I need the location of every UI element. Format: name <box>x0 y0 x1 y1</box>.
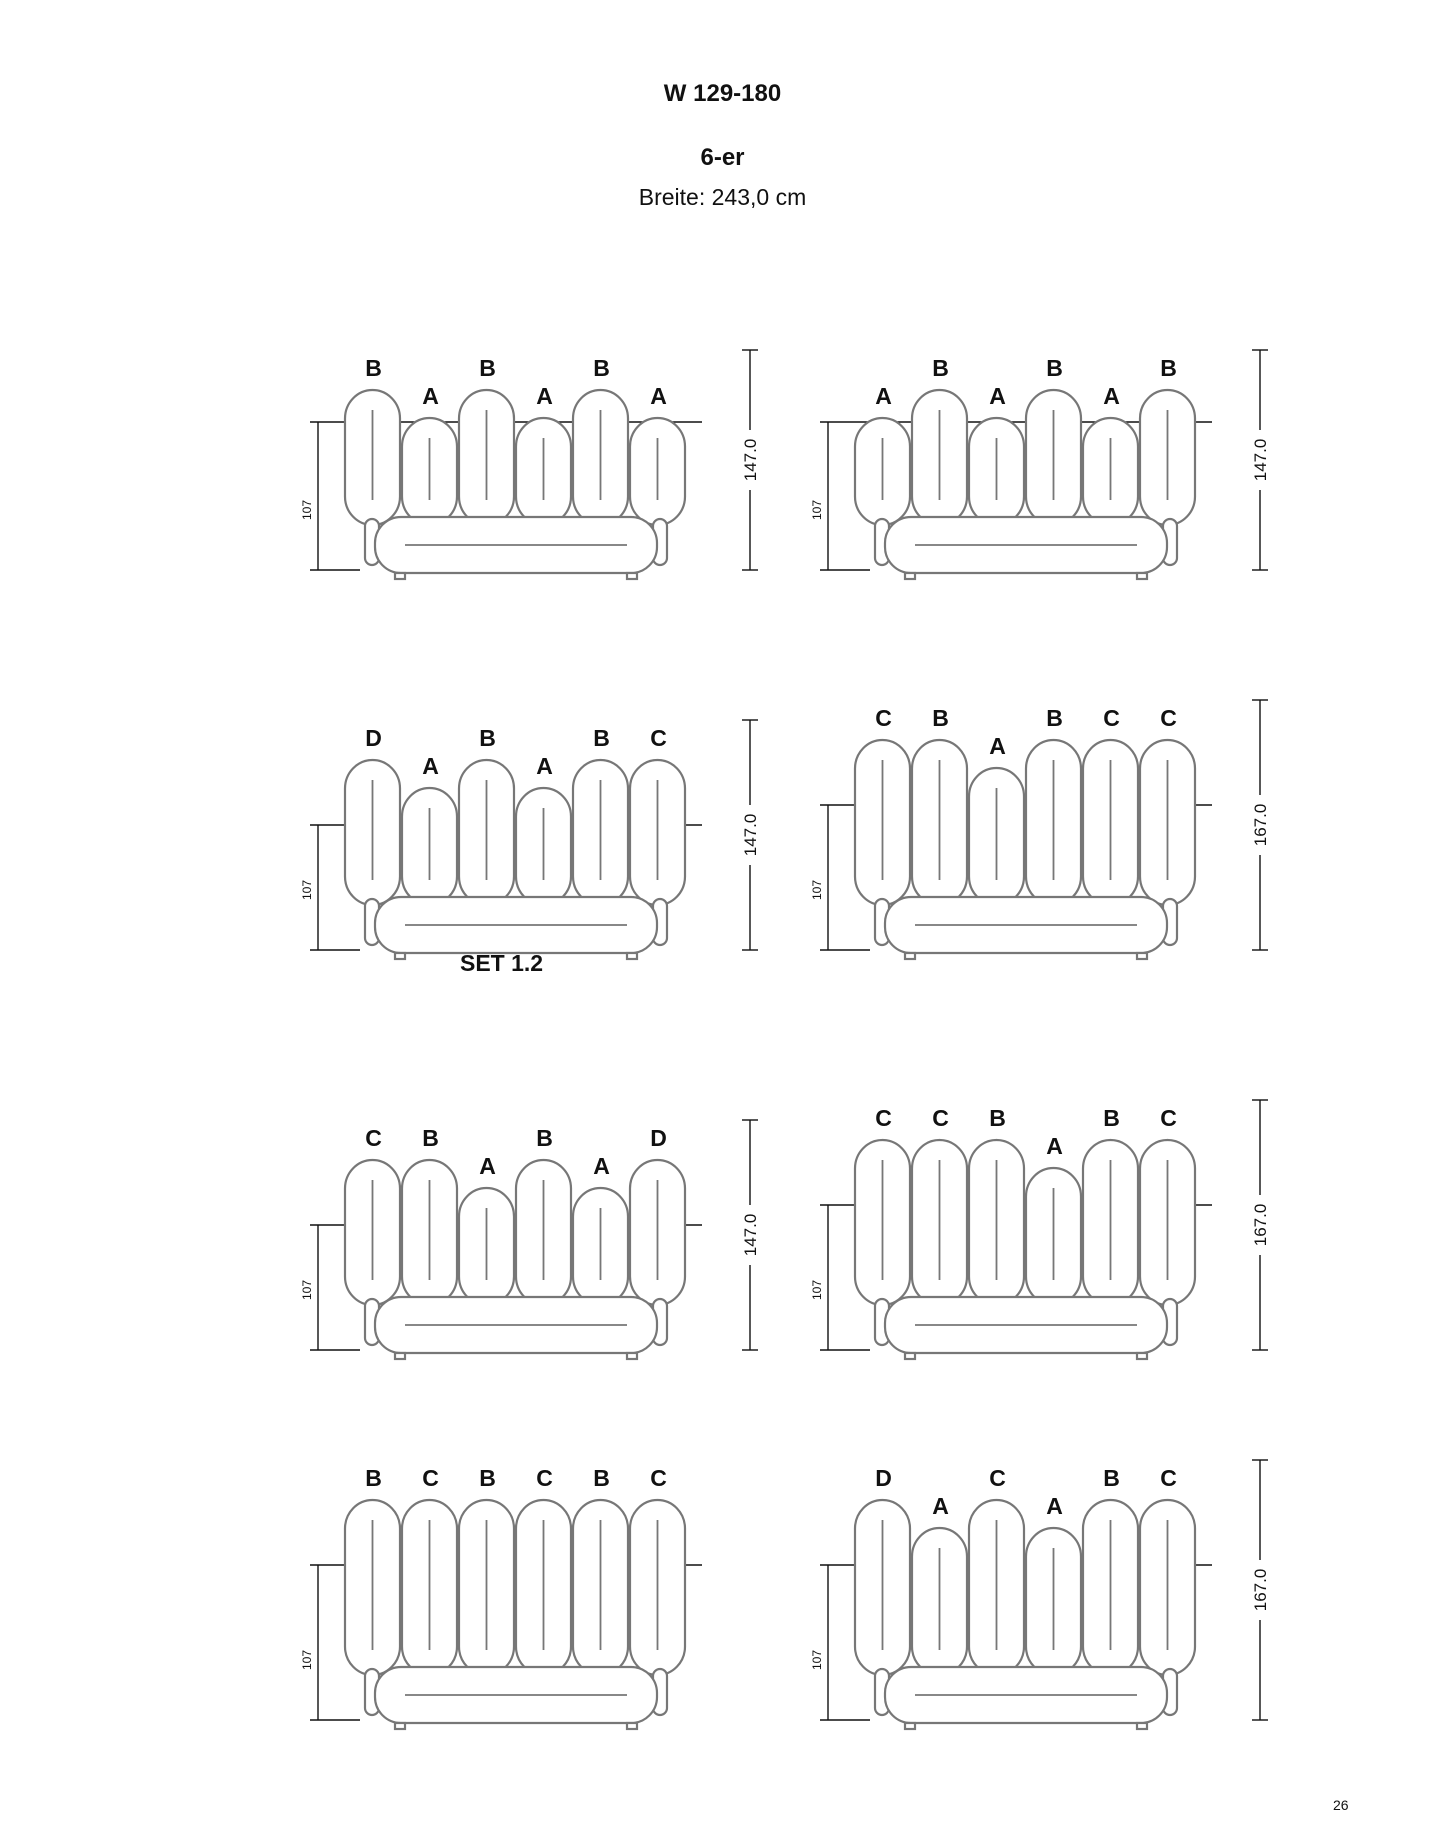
foot <box>1135 1721 1149 1731</box>
module-label: C <box>875 705 892 731</box>
foot <box>625 951 639 961</box>
page-title: W 129-180 <box>663 80 782 107</box>
seat-height-label: 107 <box>810 1280 824 1300</box>
module-label: B <box>365 1465 382 1491</box>
module-label: C <box>989 1465 1006 1491</box>
module-label: C <box>1160 1465 1177 1491</box>
foot <box>625 1721 639 1731</box>
foot <box>393 571 407 581</box>
foot <box>393 1351 407 1361</box>
sofa-diagram-6: 107 C C B A B C 167.0 <box>810 1099 1272 1361</box>
foot <box>625 571 639 581</box>
dimension-label-bg <box>1248 1560 1272 1620</box>
module-label: B <box>1103 1105 1120 1131</box>
dimension-label-bg <box>1248 1195 1272 1255</box>
module-label: C <box>932 1105 949 1131</box>
foot <box>1135 571 1149 581</box>
module-label: A <box>1103 383 1120 409</box>
dimension-label-bg <box>738 430 762 490</box>
foot <box>903 1351 917 1361</box>
total-height-label: 147.0 <box>1251 439 1270 482</box>
seat-height-label: 107 <box>300 1650 314 1670</box>
foot <box>903 951 917 961</box>
page-subtitle: 6-er <box>700 144 745 171</box>
width-label: Breite: 243,0 cm <box>638 184 807 210</box>
seat-height-label: 107 <box>810 500 824 520</box>
sofa-diagram-3: 107 D A B A B C 147.0 <box>300 719 762 961</box>
module-label: B <box>1046 355 1063 381</box>
module-label: B <box>479 1465 496 1491</box>
module-label: B <box>422 1125 439 1151</box>
module-label: B <box>593 1465 610 1491</box>
module-label: C <box>875 1105 892 1131</box>
module-label: B <box>932 705 949 731</box>
module-label: A <box>875 383 892 409</box>
seat-height-label: 107 <box>300 500 314 520</box>
module-label: A <box>422 753 439 779</box>
module-label: C <box>1160 1105 1177 1131</box>
seat-height-label: 107 <box>810 1650 824 1670</box>
module-label: A <box>536 383 553 409</box>
sofa-diagram-1: 107 B A B A B A 147.0 <box>300 349 762 581</box>
total-height-label: 167.0 <box>1251 1204 1270 1247</box>
module-label: B <box>479 725 496 751</box>
sofa-diagram-7: 107 B C B C B C <box>300 1465 702 1731</box>
module-label: D <box>875 1465 892 1491</box>
module-label: B <box>1160 355 1177 381</box>
total-height-label: 147.0 <box>741 814 760 857</box>
sofa-diagram-2: 107 A B A B A B 147.0 <box>810 349 1272 581</box>
dimension-label-bg <box>1248 430 1272 490</box>
total-height-label: 147.0 <box>741 1214 760 1257</box>
foot <box>903 571 917 581</box>
module-label: A <box>479 1153 496 1179</box>
sofa-diagram-5: 107 C B A B A D 147.0 <box>300 1119 762 1361</box>
module-label: A <box>422 383 439 409</box>
module-label: B <box>932 355 949 381</box>
total-height-label: 167.0 <box>1251 1569 1270 1612</box>
module-label: B <box>1103 1465 1120 1491</box>
foot <box>625 1351 639 1361</box>
seat-height-label: 107 <box>810 880 824 900</box>
page-number: 26 <box>1333 1797 1349 1813</box>
seat-height-label: 107 <box>300 1280 314 1300</box>
module-label: A <box>1046 1133 1063 1159</box>
dimension-label-bg <box>1248 795 1272 855</box>
module-label: B <box>989 1105 1006 1131</box>
total-height-label: 167.0 <box>1251 804 1270 847</box>
module-label: C <box>1160 705 1177 731</box>
foot <box>903 1721 917 1731</box>
module-label: A <box>989 383 1006 409</box>
dimension-label-bg <box>738 805 762 865</box>
dimension-label-bg <box>738 1205 762 1265</box>
sofa-diagram-4: 107 C B A B C C 167.0 <box>810 699 1272 961</box>
module-label: A <box>1046 1493 1063 1519</box>
module-label: B <box>1046 705 1063 731</box>
foot <box>393 1721 407 1731</box>
module-label: C <box>650 725 667 751</box>
set-label: SET 1.2 <box>460 950 544 976</box>
module-label: B <box>593 725 610 751</box>
module-label: D <box>365 725 382 751</box>
module-label: B <box>536 1125 553 1151</box>
foot <box>1135 1351 1149 1361</box>
total-height-label: 147.0 <box>741 439 760 482</box>
module-label: A <box>989 733 1006 759</box>
module-label: C <box>536 1465 553 1491</box>
module-label: A <box>536 753 553 779</box>
module-label: B <box>365 355 382 381</box>
module-label: B <box>479 355 496 381</box>
sofa-diagram-8: 107 D A C A B C 167.0 <box>810 1459 1272 1731</box>
module-label: A <box>593 1153 610 1179</box>
module-label: C <box>1103 705 1120 731</box>
module-label: D <box>650 1125 667 1151</box>
module-label: C <box>650 1465 667 1491</box>
module-label: C <box>422 1465 439 1491</box>
foot <box>1135 951 1149 961</box>
seat-height-label: 107 <box>300 880 314 900</box>
foot <box>393 951 407 961</box>
module-label: A <box>932 1493 949 1519</box>
module-label: C <box>365 1125 382 1151</box>
module-label: A <box>650 383 667 409</box>
module-label: B <box>593 355 610 381</box>
